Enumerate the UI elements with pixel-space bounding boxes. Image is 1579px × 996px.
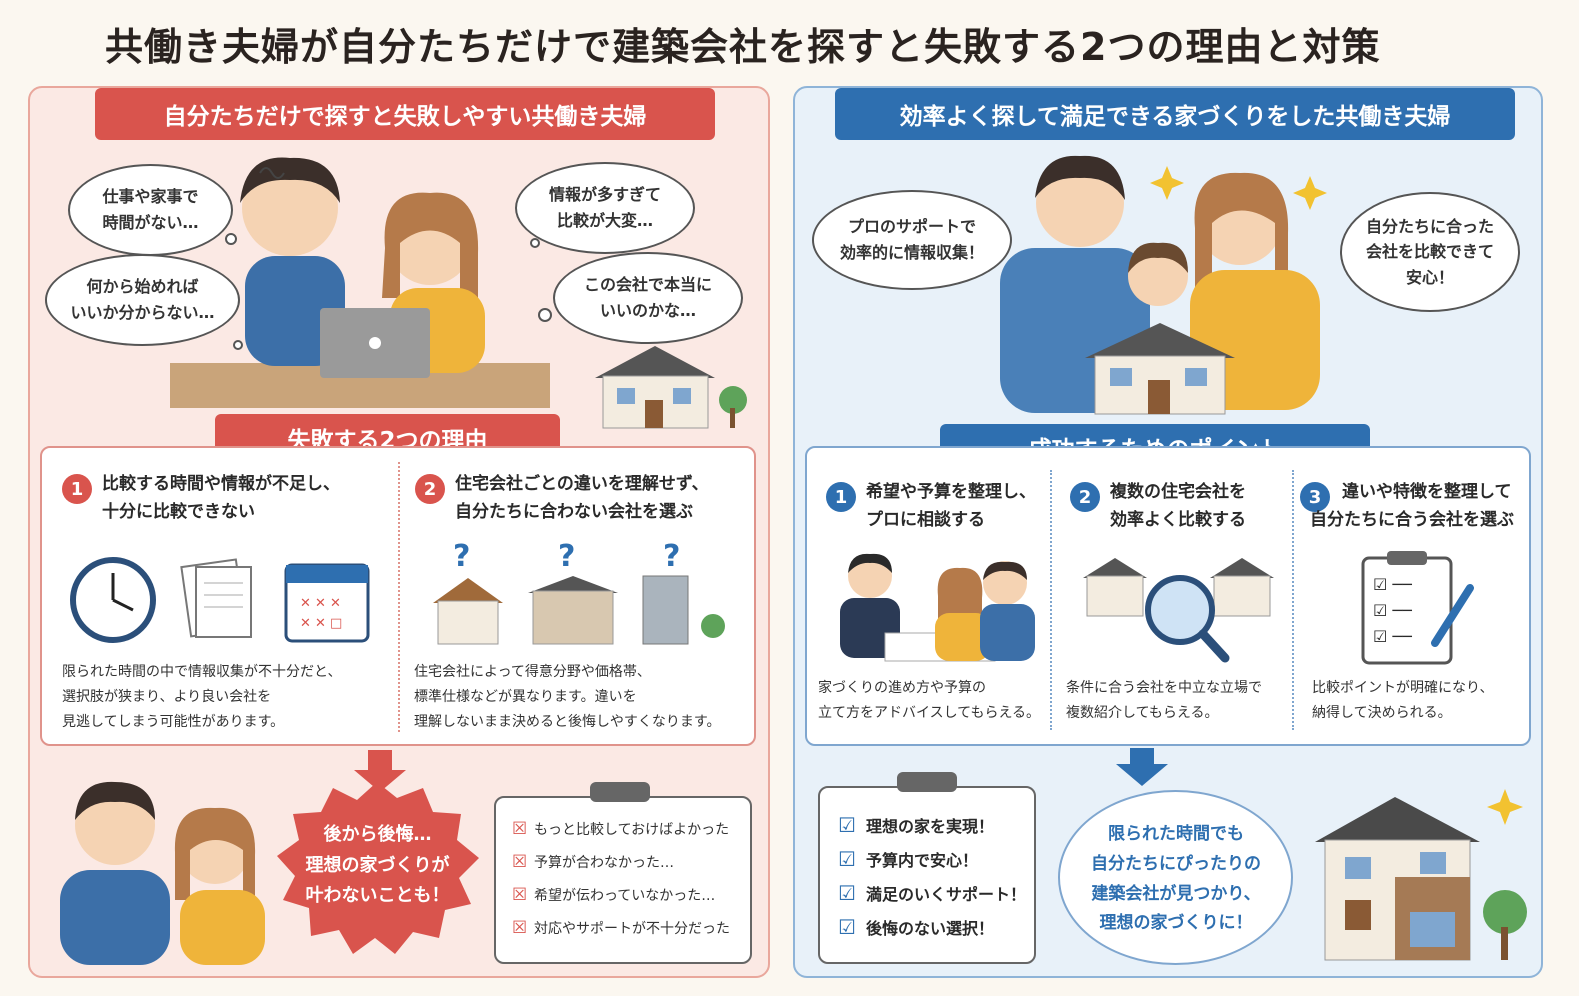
point-title-2: 複数の住宅会社を 効率よく比較する: [1110, 482, 1246, 531]
magnifier-icon: [1145, 575, 1230, 663]
clip-icon: [897, 772, 957, 792]
regret-item: ☒予算が合わなかった…: [512, 851, 674, 872]
consultation-illustration: [840, 553, 1035, 662]
result-item: ☑理想の家を実現！: [838, 813, 995, 837]
question-icon: ?: [558, 539, 575, 574]
svg-text:✕ ✕ □: ✕ ✕ □: [300, 616, 342, 631]
results-list: ☑理想の家を実現！ ☑予算内で安心！ ☑満足のいくサポート！ ☑後悔のない選択！: [838, 808, 1033, 944]
reason-title-1: 比較する時間や情報が不足し、 十分に比較できない: [102, 474, 340, 523]
regretful-couple-illustration: [60, 781, 265, 965]
dream-house-illustration: [1315, 789, 1527, 961]
point-desc-3: 比較ポイントが明確になり、 納得して決められる。: [1312, 680, 1494, 722]
point-title-3: 違いや特徴を整理して 自分たちに合う会社を選ぶ: [1310, 482, 1514, 531]
check-icon: ☑: [838, 881, 856, 905]
regret-burst-shape: [277, 782, 479, 954]
bubble-dot: [233, 340, 243, 350]
bubble-dot: [225, 233, 237, 245]
sparkle-icon: [1293, 176, 1327, 210]
svg-text:☑ ──: ☑ ──: [1373, 627, 1412, 646]
left-ribbon: 自分たちだけで探すと失敗しやすい共働き夫婦: [95, 88, 715, 140]
reason-2-houses: ? ? ?: [433, 539, 725, 645]
worried-couple-illustration: [170, 157, 550, 408]
divider: [1292, 470, 1294, 730]
arrow-stem: [1130, 748, 1154, 766]
happy-family-illustration: [1000, 155, 1327, 415]
happy-bubble-2: 自分たちに合った 会社を比較できて 安心！: [1340, 192, 1520, 312]
thought-bubble-2: 何から始めれば いいか分からない…: [45, 254, 240, 346]
svg-text:☑ ──: ☑ ──: [1373, 601, 1412, 620]
thought-bubble-3: 情報が多すぎて 比較が大変…: [515, 162, 695, 254]
svg-text:☑ ──: ☑ ──: [1373, 575, 1412, 594]
regret-message: 後から後悔… 理想の家づくりが 叶わないことも！: [305, 824, 450, 907]
svg-text:✕ ✕ ✕: ✕ ✕ ✕: [300, 596, 341, 611]
x-mark-icon: ☒: [512, 917, 528, 938]
divider: [398, 462, 400, 732]
conclusion-bubble: [1058, 790, 1293, 965]
reason-number-1: 1: [62, 474, 92, 504]
divider: [1050, 470, 1052, 730]
point-desc-1: 家づくりの進め方や予算の 立て方をアドバイスしてもらえる。: [818, 680, 1041, 722]
reason-desc-2: 住宅会社によって得意分野や価格帯、 標準仕様などが異なります。違いを 理解しない…: [414, 664, 721, 731]
check-icon: ☑: [838, 847, 856, 871]
regret-item: ☒対応やサポートが不十分だった: [512, 917, 730, 938]
compare-houses-illustration: [1083, 558, 1274, 663]
check-icon: ☑: [838, 915, 856, 939]
regret-checklist: [494, 796, 752, 964]
sparkle-icon: [1150, 166, 1184, 200]
regret-item: ☒もっと比較しておけばよかった: [512, 818, 730, 839]
reason-title-2: 住宅会社ごとの違いを理解せず、 自分たちに合わない会社を選ぶ: [455, 474, 709, 523]
thought-bubble-1: 仕事や家事で 時間がない…: [68, 164, 233, 256]
arrow-down-icon: [1116, 764, 1168, 786]
point-number-1: 1: [826, 482, 856, 512]
arrow-down-icon: [354, 770, 406, 792]
reason-desc-1: 限られた時間の中で情報収集が不十分だと、 選択肢が狭まり、より良い会社を 見逃し…: [62, 664, 342, 731]
happy-bubble-1: プロのサポートで 効率的に情報収集！: [812, 190, 1012, 290]
bubble-dot: [530, 238, 540, 248]
result-item: ☑満足のいくサポート！: [838, 881, 1027, 905]
clipboard-icon: ☑ ── ☑ ── ☑ ──: [1361, 551, 1474, 665]
result-item: ☑予算内で安心！: [838, 847, 979, 871]
result-item: ☑後悔のない選択！: [838, 915, 995, 939]
clock-icon: [70, 557, 156, 643]
point-desc-2: 条件に合う会社を中立な立場で 複数紹介してもらえる。: [1066, 680, 1262, 722]
bubble-dot: [538, 308, 552, 322]
question-icon: ?: [453, 539, 470, 574]
right-ribbon: 効率よく探して満足できる家づくりをした共働き夫婦: [835, 88, 1515, 140]
arrow-stem: [368, 750, 392, 772]
clip-icon: [590, 782, 650, 802]
conclusion-message: 限られた時間でも 自分たちにぴったりの 建築会社が見つかり、 理想の家づくりに！: [1091, 824, 1261, 934]
question-icon: ?: [663, 539, 680, 574]
house-icon: [595, 346, 747, 429]
point-number-2: 2: [1070, 482, 1100, 512]
regret-list: ☒もっと比較しておけばよかった ☒予算が合わなかった… ☒希望が伝わっていなかっ…: [512, 812, 747, 944]
point-title-1: 希望や予算を整理し、 プロに相談する: [866, 482, 1036, 531]
thought-bubble-4: この会社で本当に いいのかな…: [553, 252, 743, 344]
regret-item: ☒希望が伝わっていなかった…: [512, 884, 716, 905]
x-mark-icon: ☒: [512, 851, 528, 872]
calendar-icon: ✕ ✕ ✕ ✕ ✕ □: [284, 563, 370, 643]
x-mark-icon: ☒: [512, 884, 528, 905]
x-mark-icon: ☒: [512, 818, 528, 839]
results-checklist: [818, 786, 1036, 964]
reason-number-2: 2: [415, 474, 445, 504]
page-title: 共働き夫婦が自分たちだけで建築会社を探すと失敗する2つの理由と対策: [105, 25, 1381, 69]
check-icon: ☑: [838, 813, 856, 837]
sparkle-icon: [1487, 789, 1523, 825]
reason-1-icons: ✕ ✕ ✕ ✕ ✕ □: [70, 557, 370, 643]
point-number-3: 3: [1300, 482, 1330, 512]
documents-icon: [180, 558, 252, 638]
